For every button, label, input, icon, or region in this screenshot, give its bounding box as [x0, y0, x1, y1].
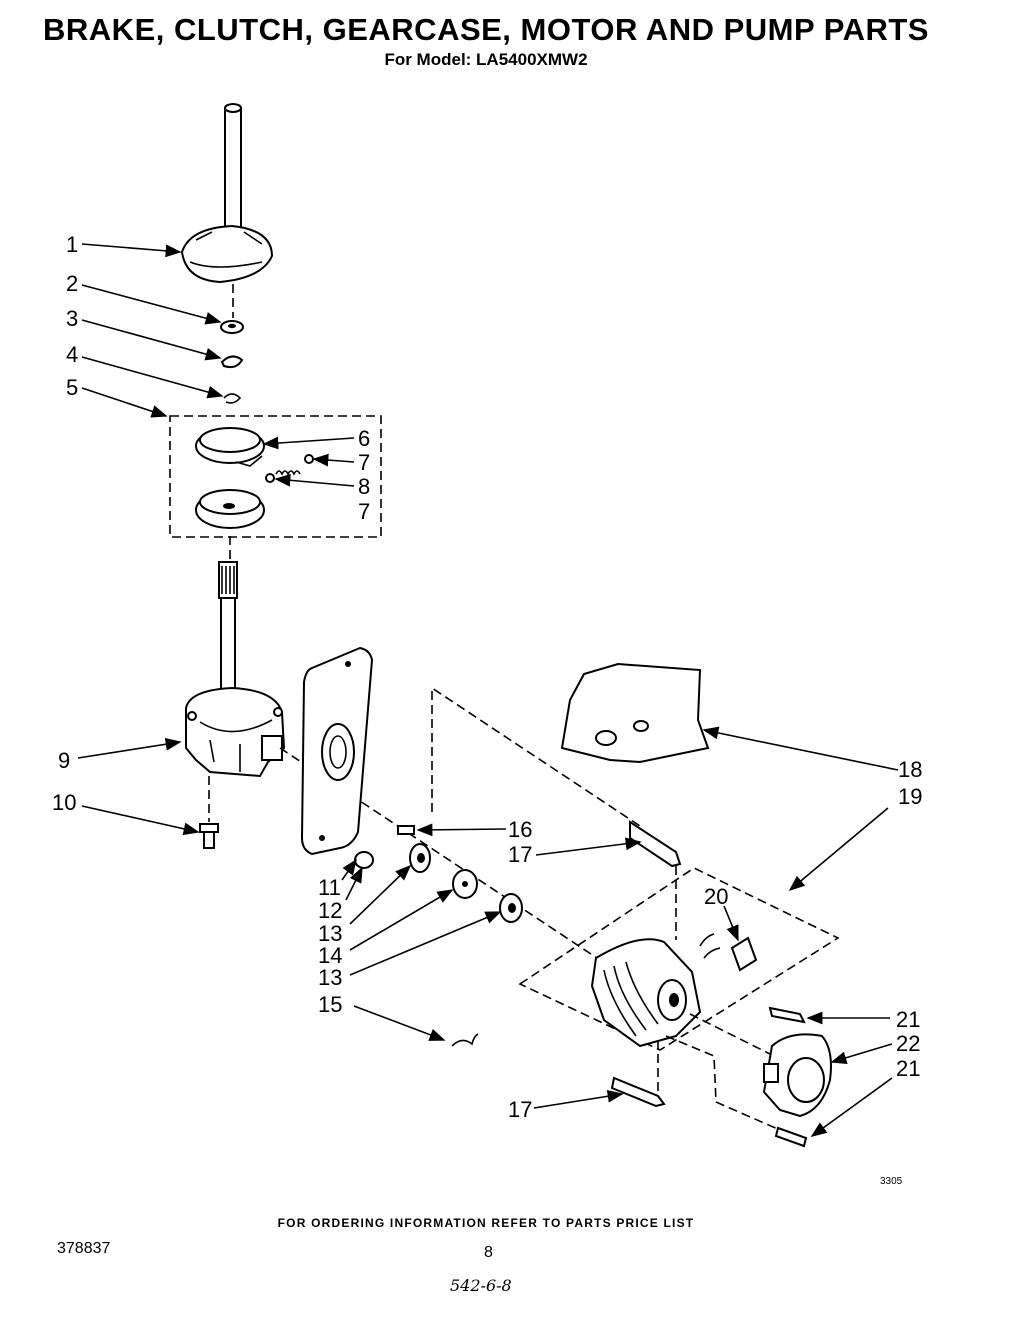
callout-1: 1: [66, 232, 78, 257]
callout-21a: 21: [896, 1007, 920, 1032]
callout-15: 15: [318, 992, 342, 1017]
callout-22: 22: [896, 1031, 920, 1056]
switch-part-20: [730, 936, 758, 972]
callout-6: 6: [358, 426, 370, 451]
coupler-part-13a: [409, 843, 431, 873]
motor-assembly-box-part-19: [518, 867, 840, 1051]
brake-assembly-box-part-5: [169, 415, 382, 538]
callout-21b: 21: [896, 1056, 920, 1081]
page-number: 8: [484, 1244, 493, 1261]
pump-mount-plate-part-11: [300, 646, 374, 856]
model-subtitle: For Model: LA5400XMW2: [384, 50, 588, 69]
screw-part-16: [397, 825, 415, 835]
callout-labels: 1 2 3 4 5 6 7 8 7 9 10 11 12 13 14 13 15…: [52, 232, 922, 1122]
callout-16: 16: [508, 817, 532, 842]
callout-10: 10: [52, 790, 76, 815]
coupler-part-13b: [499, 893, 523, 923]
page-title: BRAKE, CLUTCH, GEARCASE, MOTOR AND PUMP …: [43, 12, 929, 47]
callout-11: 11: [318, 875, 341, 900]
callout-3: 3: [66, 306, 78, 331]
coupler-part-14: [452, 869, 478, 899]
callout-9: 9: [58, 748, 70, 773]
callout-18: 18: [898, 757, 922, 782]
callout-13a: 13: [318, 921, 342, 946]
callout-17b: 17: [508, 1097, 532, 1122]
washer-part-2: [220, 320, 244, 334]
clip-part-15: [451, 1033, 479, 1047]
brake-cam-part-1: [180, 224, 274, 284]
callout-14: 14: [318, 943, 342, 968]
pump-housing-part-22: [762, 1033, 832, 1118]
pin-part-21b: [774, 1126, 808, 1148]
illustration-code: 3305: [880, 1176, 903, 1187]
callout-2: 2: [66, 271, 78, 296]
callout-19: 19: [898, 784, 922, 809]
drive-shaft-top: [224, 103, 242, 254]
screw-part-12: [354, 851, 374, 869]
pin-part-21a: [768, 1006, 806, 1024]
motor-bracket-part-17a: [629, 820, 682, 868]
spring-part-8: [265, 454, 314, 483]
callout-17a: 17: [508, 842, 532, 867]
callout-5: 5: [66, 375, 78, 400]
brake-band-part-6: [195, 427, 265, 467]
callout-7a: 7: [358, 450, 370, 475]
callout-12: 12: [318, 898, 342, 923]
motor-shield-part-18: [560, 662, 710, 764]
callout-20: 20: [704, 884, 728, 909]
gearcase-part-9: [185, 686, 286, 778]
handwritten-code: 542-6-8: [450, 1276, 512, 1295]
ordering-note: FOR ORDERING INFORMATION REFER TO PARTS …: [277, 1216, 695, 1230]
motor-part-19: [590, 933, 721, 1048]
document-number: 378837: [57, 1240, 111, 1257]
motor-bracket-part-17b: [610, 1076, 666, 1108]
callout-7b: 7: [358, 499, 370, 524]
retaining-ring-part-4: [223, 393, 242, 404]
agitator-shaft: [218, 561, 238, 709]
callout-13b: 13: [318, 965, 342, 990]
spring-washer-part-3: [220, 355, 244, 369]
callout-8: 8: [358, 474, 370, 499]
leader-lines: [77, 243, 899, 1137]
callout-4: 4: [66, 342, 78, 367]
brake-drum: [195, 489, 265, 529]
bolt-part-10: [199, 823, 219, 849]
